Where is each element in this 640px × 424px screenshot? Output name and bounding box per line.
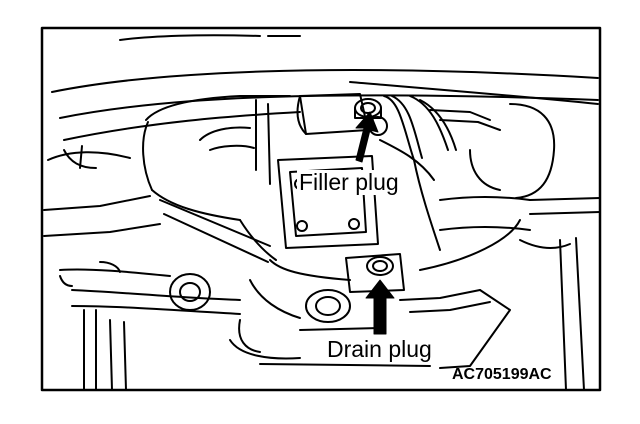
drain-plug: [366, 256, 394, 276]
lower-right-member: [519, 237, 585, 391]
lower-left-posts: [83, 309, 127, 391]
right-side-pipes: [379, 95, 601, 271]
figure-code: AC705199AC: [452, 366, 552, 383]
drain-plug-arrow: [365, 279, 395, 335]
filler-plug-label: Filler plug: [297, 169, 401, 195]
lower-housing: [229, 253, 511, 369]
left-suspension-arm: [43, 145, 241, 315]
filler-plug-arrow: [355, 111, 379, 163]
figure-frame: [40, 26, 602, 392]
upper-body-outline: [51, 34, 599, 141]
drain-plug-label: Drain plug: [325, 336, 434, 362]
